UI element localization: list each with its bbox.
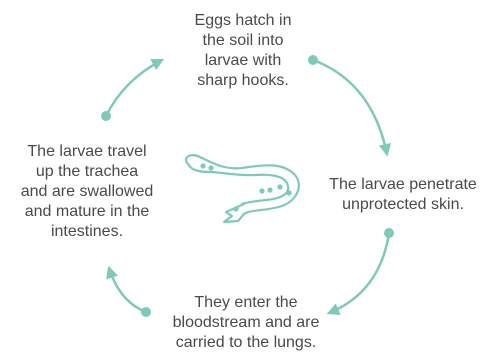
stage-text-line: and are swallowed: [0, 182, 174, 202]
stage-text-line: The larvae penetrate: [308, 175, 498, 195]
stage-text-line: They enter the: [148, 293, 344, 313]
stage-eggs-hatch: Eggs hatch in the soil into larvae with …: [168, 11, 318, 91]
stage-text-line: carried to the lungs.: [148, 333, 344, 353]
stage-text-line: intestines.: [0, 222, 174, 242]
stage-text-line: bloodstream and are: [148, 313, 344, 333]
stage-text-line: the soil into: [168, 31, 318, 51]
stage-bloodstream: They enter the bloodstream and are carri…: [148, 293, 344, 353]
stage-text-line: unprotected skin.: [308, 195, 498, 215]
arrow-top-to-right: [308, 55, 387, 154]
stage-text-line: sharp hooks.: [168, 71, 318, 91]
stage-text-line: larvae with: [168, 51, 318, 71]
stage-text-line: up the trachea: [0, 162, 174, 182]
stage-text-line: Eggs hatch in: [168, 11, 318, 31]
stage-text-line: The larvae travel: [0, 142, 174, 162]
arrow-left-to-top: [101, 60, 162, 121]
stage-trachea-intestines: The larvae travel up the trachea and are…: [0, 142, 174, 242]
hookworm-icon: [186, 155, 299, 222]
arrow-bottom-to-left: [109, 268, 151, 317]
stage-penetrate-skin: The larvae penetrate unprotected skin.: [308, 175, 498, 215]
stage-text-line: and mature in the: [0, 202, 174, 222]
